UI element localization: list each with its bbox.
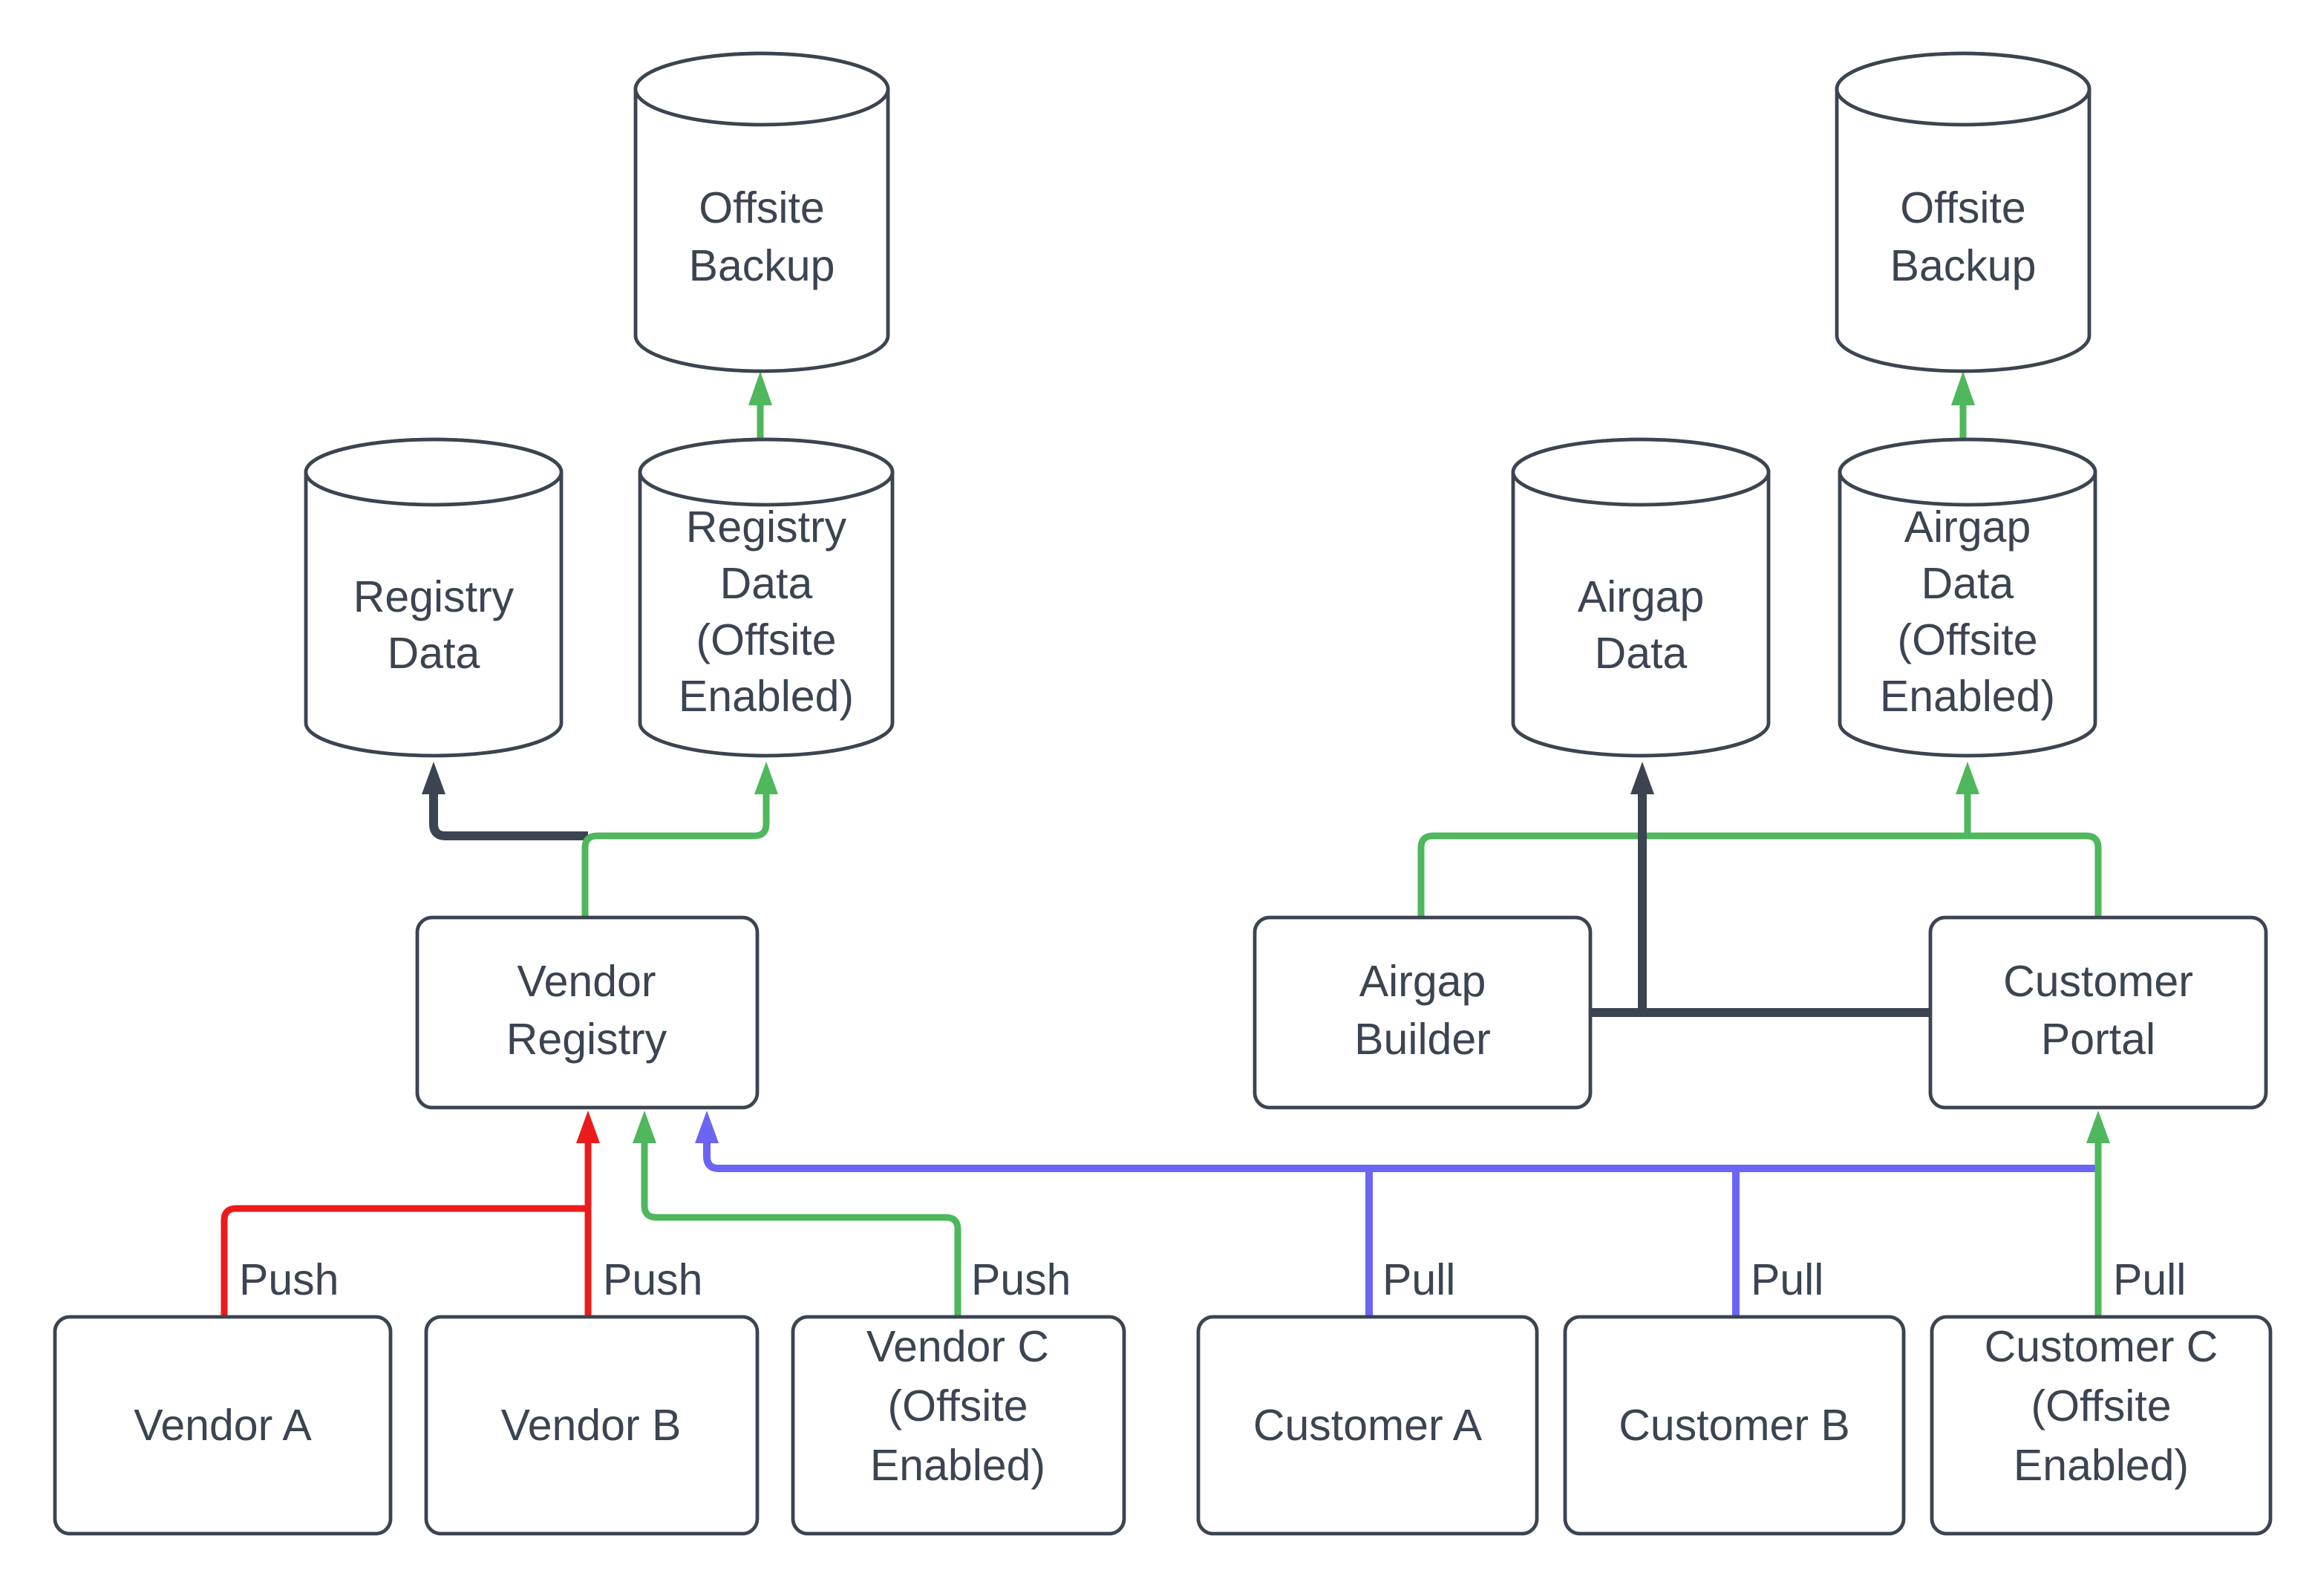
node-label: Enabled) (679, 672, 854, 721)
node-label: Data (388, 629, 480, 678)
arrowhead-up-icon (695, 1111, 719, 1143)
cylinder-top-icon (304, 437, 564, 507)
node-label: Enabled) (870, 1441, 1045, 1490)
node-label: Registry (353, 572, 515, 621)
node-label: Offsite (1900, 183, 2025, 232)
edge-customer-portal-to-airgap-data-offsite[interactable] (1956, 762, 1979, 836)
process-box[interactable] (53, 1315, 393, 1536)
node-label: Customer C (1985, 1322, 2218, 1371)
node-label: Enabled) (2014, 1441, 2189, 1490)
arrowhead-up-icon (1956, 762, 1979, 794)
node-label: Registry (686, 503, 847, 552)
node-label: Data (720, 559, 813, 608)
node-offsite-backup-left[interactable]: Offsite Backup (633, 51, 890, 373)
node-label: Backup (1890, 241, 2037, 290)
node-label: (Offsite (1897, 615, 2037, 664)
edge-line[interactable] (581, 794, 770, 918)
process-box[interactable] (1928, 915, 2268, 1110)
node-label: Customer B (1619, 1401, 1849, 1450)
edge-line[interactable] (429, 794, 588, 840)
node-label: (Offsite (2031, 1381, 2171, 1430)
edge-line[interactable] (221, 1205, 588, 1317)
arrowhead-up-icon (2086, 1111, 2110, 1143)
node-label: Airgap (1578, 572, 1705, 621)
node-vendor-b[interactable]: Vendor B (424, 1315, 760, 1536)
edge-customers-to-vendor-registry[interactable] (695, 1111, 2100, 1172)
arrowhead-up-icon (576, 1111, 600, 1143)
edge-line[interactable] (703, 1142, 2100, 1172)
edge-vendor-c-push[interactable] (633, 1111, 961, 1317)
edge-airgap-builder-to-airgap-data[interactable] (1630, 762, 1654, 1013)
edge-label-pull-a: Pull (1382, 1255, 1455, 1304)
node-label: Vendor B (501, 1401, 682, 1450)
edge-customer-c-pull[interactable] (2086, 1111, 2110, 1317)
node-label: Enabled) (1880, 672, 2055, 721)
node-registry-data[interactable]: Registry Data (304, 437, 564, 758)
edge-label-pull-b: Pull (1751, 1255, 1823, 1304)
edge-label-push-b: Push (603, 1255, 702, 1304)
edge-vendor-a-push[interactable] (221, 1205, 588, 1317)
node-vendor-a[interactable]: Vendor A (53, 1315, 393, 1536)
node-label: Portal (2041, 1015, 2155, 1064)
node-label: (Offsite (696, 615, 836, 664)
cylinder-top-icon (1511, 437, 1771, 507)
node-vendor-c[interactable]: Vendor C (Offsite Enabled) (791, 1315, 1126, 1536)
cylinder-top-icon (638, 437, 895, 507)
node-label: Vendor (517, 957, 656, 1006)
node-customer-c[interactable]: Customer C (Offsite Enabled) (1930, 1315, 2273, 1536)
arrowhead-up-icon (1951, 371, 1975, 405)
node-label: Vendor C (866, 1322, 1049, 1371)
edge-label-push-c: Push (971, 1255, 1071, 1304)
process-box[interactable] (791, 1315, 1126, 1536)
edge-registry-data-offsite-to-offsite-backup[interactable] (748, 371, 772, 438)
cylinder-top-icon (1835, 51, 2091, 127)
arrowhead-up-icon (1630, 762, 1654, 794)
node-label: Backup (689, 241, 835, 290)
node-label: Customer (2003, 957, 2193, 1006)
node-label: Offsite (699, 183, 824, 232)
arrowhead-up-icon (633, 1111, 656, 1143)
process-box[interactable] (1196, 1315, 1539, 1536)
node-customer-portal[interactable]: Customer Portal (1928, 915, 2268, 1110)
node-label: Data (1921, 559, 2014, 608)
cylinder-top-icon (633, 51, 890, 127)
node-airgap-data-offsite[interactable]: Airgap Data (Offsite Enabled) (1838, 437, 2097, 758)
edge-vendor-b-push[interactable] (576, 1111, 600, 1317)
arrowhead-up-icon (422, 762, 445, 794)
node-airgap-data[interactable]: Airgap Data (1511, 437, 1771, 758)
edge-airgap-data-offsite-to-offsite-backup[interactable] (1951, 371, 1975, 438)
node-vendor-registry[interactable]: Vendor Registry (415, 915, 760, 1110)
edge-vendor-registry-to-registry-data-offsite[interactable] (581, 762, 778, 918)
process-box[interactable] (1253, 915, 1593, 1110)
node-label: Registry (506, 1015, 667, 1064)
edge-vendor-registry-to-registry-data[interactable] (422, 762, 588, 840)
arrowhead-up-icon (748, 371, 772, 405)
node-label: Airgap (1359, 957, 1486, 1006)
cylinder-top-icon (1838, 437, 2097, 507)
node-label: Data (1595, 629, 1688, 678)
edge-line[interactable] (1417, 832, 2102, 918)
edge-line[interactable] (641, 1142, 961, 1317)
node-label: Builder (1354, 1015, 1491, 1064)
process-box[interactable] (1930, 1315, 2273, 1536)
node-label: (Offsite (887, 1381, 1028, 1430)
node-registry-data-offsite[interactable]: Registry Data (Offsite Enabled) (638, 437, 895, 758)
process-box[interactable] (1563, 1315, 1906, 1536)
process-box[interactable] (415, 915, 760, 1110)
node-label: Vendor A (134, 1401, 312, 1450)
process-box[interactable] (424, 1315, 760, 1536)
node-customer-b[interactable]: Customer B (1563, 1315, 1906, 1536)
node-label: Customer A (1253, 1401, 1483, 1450)
edge-label-push-a: Push (239, 1255, 339, 1304)
edge-customer-portal-to-airgap-builder-top[interactable] (1417, 832, 2102, 918)
node-customer-a[interactable]: Customer A (1196, 1315, 1539, 1536)
arrowhead-up-icon (754, 762, 778, 794)
node-label: Airgap (1904, 503, 2031, 552)
node-airgap-builder[interactable]: Airgap Builder (1253, 915, 1593, 1110)
node-offsite-backup-right[interactable]: Offsite Backup (1835, 51, 2091, 373)
edge-label-pull-c: Pull (2113, 1255, 2186, 1304)
